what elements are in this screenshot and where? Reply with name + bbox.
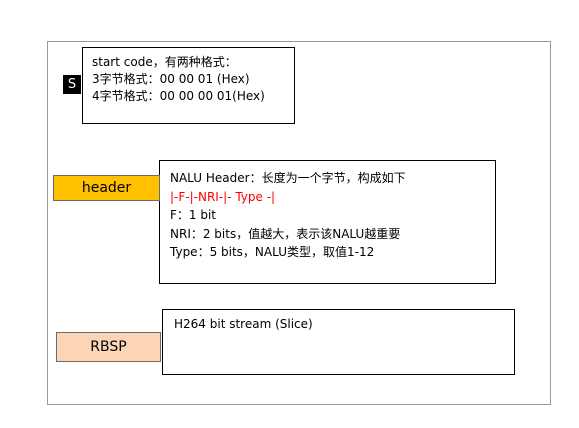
start-code-4byte: 4字节格式：00 00 00 01(Hex)	[92, 89, 265, 103]
nalu-header-f-field: F：1 bit	[170, 208, 217, 222]
rbsp-box: H264 bit stream (Slice)	[162, 309, 515, 375]
nalu-header-box: NALU Header：长度为一个字节，构成如下 |-F-|-NRI-|- Ty…	[159, 160, 496, 284]
start-code-box: start code，有两种格式： 3字节格式：00 00 01 (Hex) 4…	[82, 47, 295, 124]
nalu-header-nri-field: NRI：2 bits，值越大，表示该NALU越重要	[170, 226, 401, 241]
nalu-header-type-field: Type：5 bits，NALU类型，取值1-12	[170, 245, 375, 259]
start-code-marker: S	[63, 75, 81, 94]
header-label: header	[53, 175, 160, 201]
nalu-header-format: |-F-|-NRI-|- Type -|	[170, 189, 276, 204]
nalu-header-title: NALU Header：长度为一个字节，构成如下	[170, 171, 406, 185]
start-code-title: start code，有两种格式：	[92, 55, 237, 69]
start-code-3byte: 3字节格式：00 00 01 (Hex)	[92, 72, 250, 86]
rbsp-description: H264 bit stream (Slice)	[174, 317, 313, 331]
rbsp-label: RBSP	[56, 332, 161, 362]
